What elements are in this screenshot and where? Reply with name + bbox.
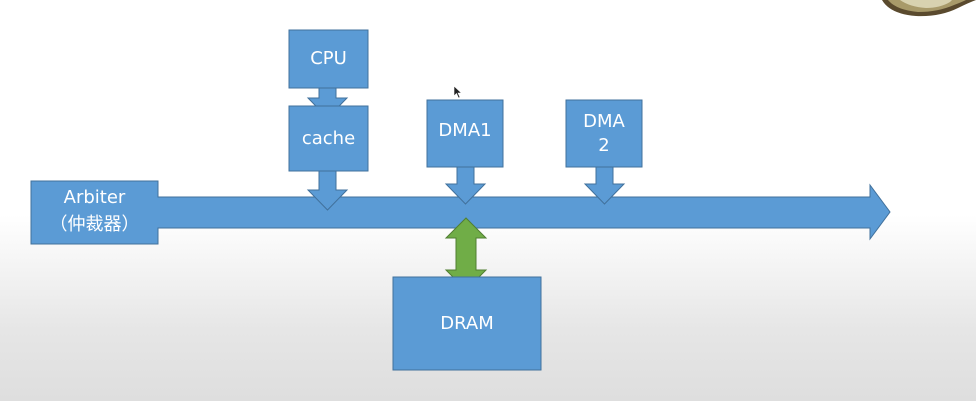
dram-label: DRAM xyxy=(440,313,494,334)
arbiter-label-line1: Arbiter xyxy=(63,187,126,208)
dma2-label-line2: 2 xyxy=(598,135,610,156)
dma2-to-bus-arrow xyxy=(583,166,626,205)
cache-to-bus-arrow xyxy=(306,170,349,211)
bus-arrow xyxy=(30,180,891,245)
cpu-label: CPU xyxy=(310,48,347,69)
dma2-label-line1: DMA xyxy=(583,111,625,132)
dma1-box xyxy=(426,99,504,168)
dma1-label: DMA1 xyxy=(438,120,492,141)
dram-box xyxy=(392,276,542,371)
cache-label: cache xyxy=(301,128,356,149)
dma1-to-bus-arrow xyxy=(444,166,487,205)
arbiter-label-line2: （仲裁器） xyxy=(49,214,140,235)
corner-decoration-icon xyxy=(882,0,976,17)
dma2-box xyxy=(565,99,643,168)
mouse-pointer-icon xyxy=(453,85,463,99)
